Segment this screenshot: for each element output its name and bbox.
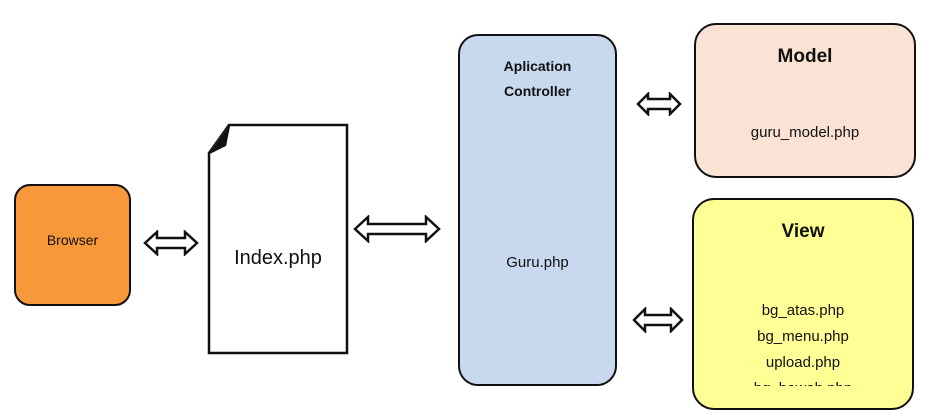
view-file-list: bg_atas.php bg_menu.php upload.php bg_ba… <box>694 298 912 386</box>
document-icon <box>207 123 349 355</box>
view-file: bg_menu.php <box>757 328 849 345</box>
browser-label: Browser <box>46 232 99 248</box>
index-label: Index.php <box>234 247 322 269</box>
controller-title-line2: Controller <box>504 83 571 99</box>
double-arrow-controller-view <box>632 307 684 333</box>
view-box: View bg_atas.php bg_menu.php upload.php … <box>692 198 914 410</box>
model-title: Model <box>777 46 833 67</box>
double-arrow-browser-index <box>143 230 199 256</box>
model-file: guru_model.php <box>750 124 860 141</box>
view-file: bg_bawah.php <box>694 376 912 386</box>
double-arrow-index-controller <box>353 215 441 243</box>
controller-title-line1: Aplication <box>503 58 572 74</box>
index-document: Index.php <box>207 123 349 355</box>
model-box: Model guru_model.php <box>694 23 916 178</box>
view-file: bg_atas.php <box>761 302 845 319</box>
view-file: upload.php <box>765 354 841 371</box>
application-controller-box: Aplication Controller Guru.php <box>458 34 617 386</box>
double-arrow-controller-model <box>636 92 682 116</box>
controller-file: Guru.php <box>506 254 569 271</box>
browser-box: Browser <box>14 184 131 306</box>
controller-title: Aplication Controller <box>460 54 615 104</box>
view-title: View <box>781 221 825 242</box>
